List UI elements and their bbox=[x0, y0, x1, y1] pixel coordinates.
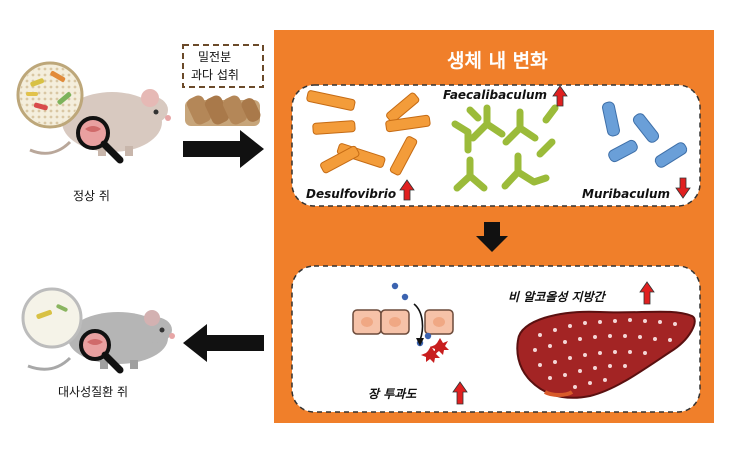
fatty-liver-illustration bbox=[516, 310, 696, 399]
wheat-flour-illustration bbox=[185, 95, 261, 126]
muribaculum-bacteria bbox=[602, 101, 688, 168]
down-arrow-icon bbox=[476, 222, 508, 252]
left-arrow-icon bbox=[183, 324, 264, 362]
magnifier-icon bbox=[79, 329, 124, 374]
normal-mouse-label: 정상 쥐 bbox=[73, 189, 110, 203]
up-arrow-icon bbox=[399, 179, 415, 201]
intestinal-cells-illustration bbox=[352, 282, 454, 363]
desulfovibrio-label: Desulfovibrio bbox=[306, 187, 397, 201]
desulfovibrio-bacteria bbox=[306, 90, 431, 176]
intake-label-line2: 과다 섭취 bbox=[191, 68, 239, 82]
fatty-liver-label: 비 알코올성 지방간 bbox=[508, 290, 605, 304]
intake-box bbox=[182, 44, 264, 88]
down-arrow-icon bbox=[675, 177, 691, 199]
up-arrow-icon bbox=[452, 381, 468, 405]
diseased-mouse-label: 대사성질환 쥐 bbox=[58, 385, 129, 399]
up-arrow-icon bbox=[552, 85, 568, 107]
normal-gut-microbiome-circle bbox=[16, 61, 84, 129]
muribaculum-label: Muribaculum bbox=[582, 187, 671, 201]
magnifier-icon bbox=[76, 116, 124, 164]
up-arrow-icon bbox=[639, 281, 655, 305]
right-arrow-icon bbox=[183, 130, 264, 168]
intake-label-line1: 밀전분 bbox=[198, 50, 232, 64]
gut-permeability-label: 장 투과도 bbox=[368, 387, 417, 401]
panel-title: 생체 내 변화 bbox=[447, 50, 548, 72]
diseased-gut-microbiome-circle bbox=[21, 287, 83, 349]
faecalibaculum-label: Faecalibaculum bbox=[443, 88, 547, 102]
faecalibaculum-bacteria bbox=[451, 104, 559, 192]
